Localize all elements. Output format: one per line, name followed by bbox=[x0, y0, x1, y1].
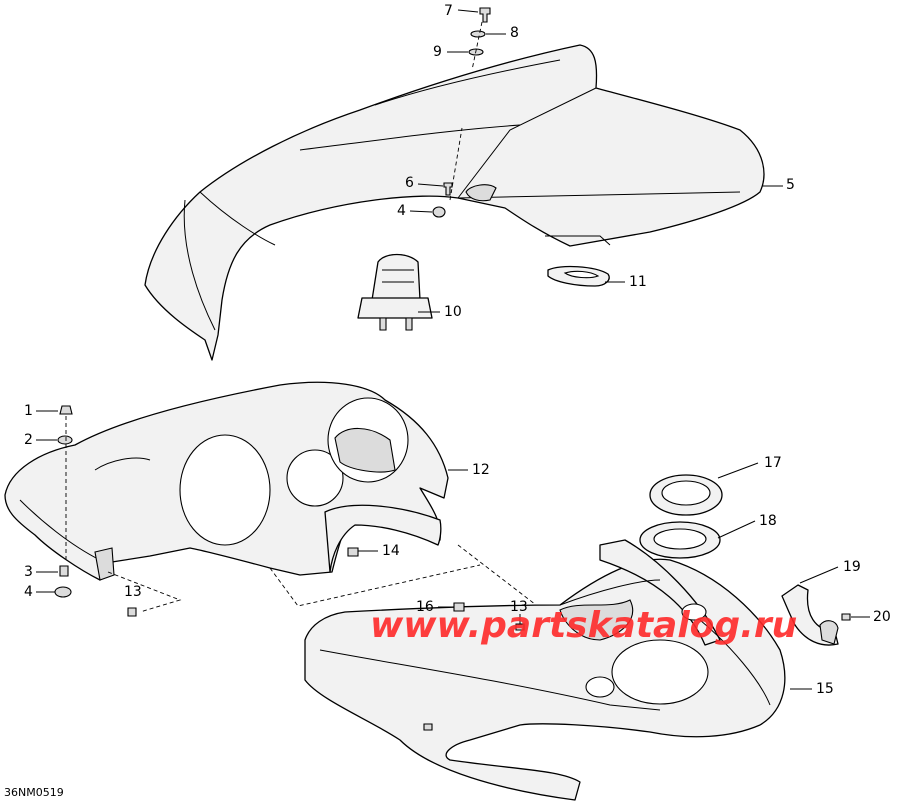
callout-15: 15 bbox=[816, 681, 834, 697]
callout-4-top: 4 bbox=[397, 203, 406, 219]
callout-18: 18 bbox=[759, 513, 777, 529]
assembly-lines bbox=[107, 544, 541, 613]
middle-hardware bbox=[54, 405, 359, 617]
part-17-ring bbox=[649, 474, 723, 516]
part-20-screw bbox=[841, 613, 851, 621]
callout-12: 12 bbox=[472, 462, 490, 478]
part-19-bracket bbox=[781, 584, 839, 646]
callout-6: 6 bbox=[405, 175, 414, 191]
hardware-top bbox=[468, 7, 491, 71]
part-18-gasket bbox=[639, 521, 721, 559]
drawing-code: 36NM0519 bbox=[4, 786, 64, 799]
lower-hardware bbox=[423, 602, 525, 731]
callout-10: 10 bbox=[444, 304, 462, 320]
upper-hood-part bbox=[144, 44, 765, 361]
part-11-handle bbox=[547, 265, 610, 287]
leader-lines bbox=[36, 9, 870, 690]
lower-pan-part bbox=[304, 539, 786, 801]
callout-14: 14 bbox=[382, 543, 400, 559]
middle-panel-part bbox=[4, 381, 449, 581]
callout-3: 3 bbox=[24, 564, 33, 580]
callout-19: 19 bbox=[843, 559, 861, 575]
callout-1: 1 bbox=[24, 403, 33, 419]
callout-2: 2 bbox=[24, 432, 33, 448]
callout-13-left: 13 bbox=[124, 584, 142, 600]
part-10-block bbox=[357, 253, 433, 331]
callout-8: 8 bbox=[510, 25, 519, 41]
callout-5: 5 bbox=[786, 177, 795, 193]
callout-7: 7 bbox=[444, 3, 453, 19]
hood-fasteners bbox=[432, 127, 497, 218]
callout-4: 4 bbox=[24, 584, 33, 600]
callout-11: 11 bbox=[629, 274, 647, 290]
callout-17: 17 bbox=[764, 455, 782, 471]
callout-16: 16 bbox=[416, 599, 434, 615]
callout-20: 20 bbox=[873, 609, 891, 625]
callout-9: 9 bbox=[433, 44, 442, 60]
watermark: www.partskatalog.ru bbox=[370, 605, 798, 646]
callout-13-right: 13 bbox=[510, 599, 528, 615]
